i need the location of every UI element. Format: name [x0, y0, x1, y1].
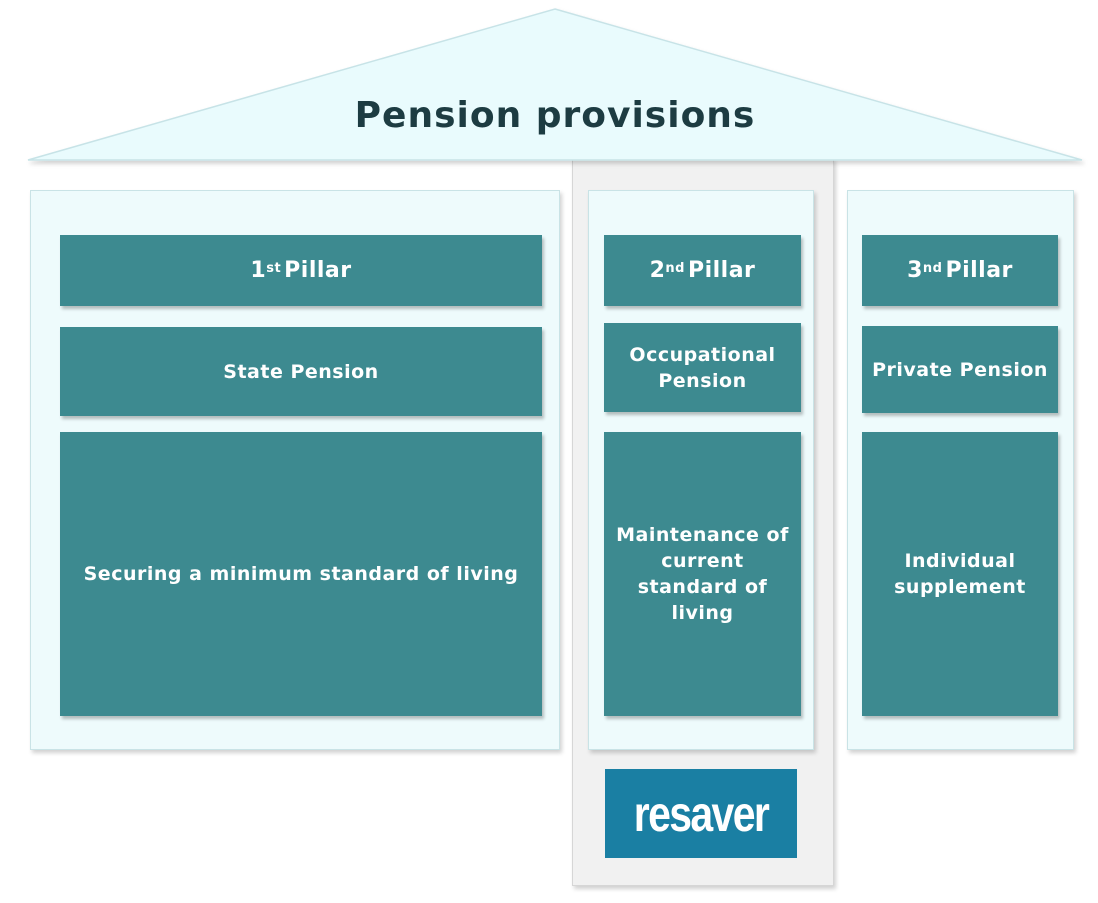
- pillar-3-ordinal: 3: [907, 257, 923, 283]
- pillar-3-label: Pillar: [945, 257, 1013, 283]
- pillar-1-label: Pillar: [284, 257, 352, 283]
- pillar-2-ordinal: 2: [649, 257, 666, 283]
- pillar-3-description: Individual supplement: [862, 432, 1058, 716]
- pillar-1-name: State Pension: [60, 327, 542, 416]
- resaver-logo-text: resaver: [633, 785, 770, 842]
- pillar-2-label: Pillar: [687, 257, 756, 283]
- pillar-2-name: Occupational Pension: [604, 323, 801, 412]
- pillar-1-description: Securing a minimum standard of living: [60, 432, 542, 716]
- roof-triangle: [27, 8, 1083, 161]
- diagram-title: Pension provisions: [354, 95, 756, 136]
- pillar-3-name: Private Pension: [862, 326, 1058, 413]
- pillar-2-description: Maintenance of current standard of livin…: [604, 432, 801, 716]
- pillar-1-ordinal: 1: [250, 257, 267, 283]
- roof: [27, 8, 1083, 161]
- resaver-logo: resaver: [605, 769, 797, 858]
